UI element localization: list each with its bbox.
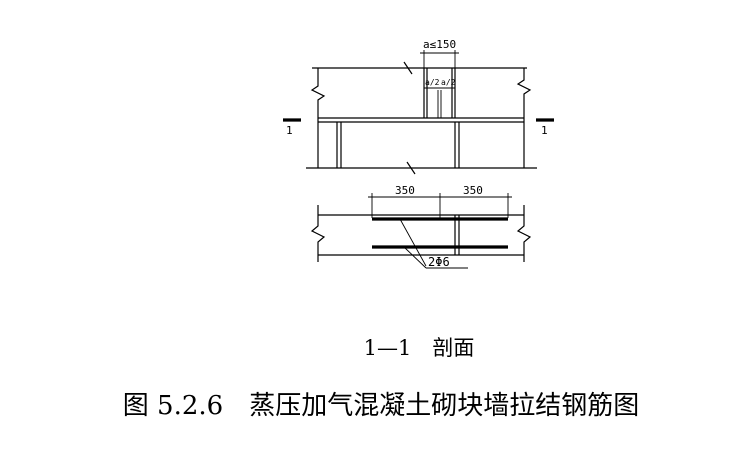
right-break-line — [516, 68, 532, 168]
dim-half-left-label: a/2 — [425, 78, 440, 87]
top-break-mark — [403, 61, 413, 75]
figure-title: 图 5.2.6 蒸压加气混凝土砌块墙拉结钢筋图 — [123, 391, 639, 421]
section-view: 350 350 2Φ6 — [310, 184, 532, 269]
dim-a-label: a≤150 — [423, 38, 456, 51]
rebar-leader-lower — [403, 246, 427, 269]
dim-350-right-label: 350 — [463, 184, 483, 197]
dim-350-left-label: 350 — [395, 184, 415, 197]
section-right-break — [516, 205, 532, 262]
rebar-label: 2Φ6 — [428, 255, 450, 269]
bottom-break-mark — [406, 161, 416, 175]
left-break-line — [310, 68, 326, 168]
section-mark-right-label: 1 — [541, 124, 548, 137]
section-left-break — [310, 205, 326, 262]
section-mark-left-label: 1 — [286, 124, 293, 137]
dim-half-right-label: a/2 — [441, 78, 456, 87]
section-title: 1—1 剖面 — [364, 336, 475, 360]
elevation-view: a≤150 a/2 a/2 1 1 — [283, 38, 554, 175]
rebar-leader-upper — [399, 218, 427, 267]
